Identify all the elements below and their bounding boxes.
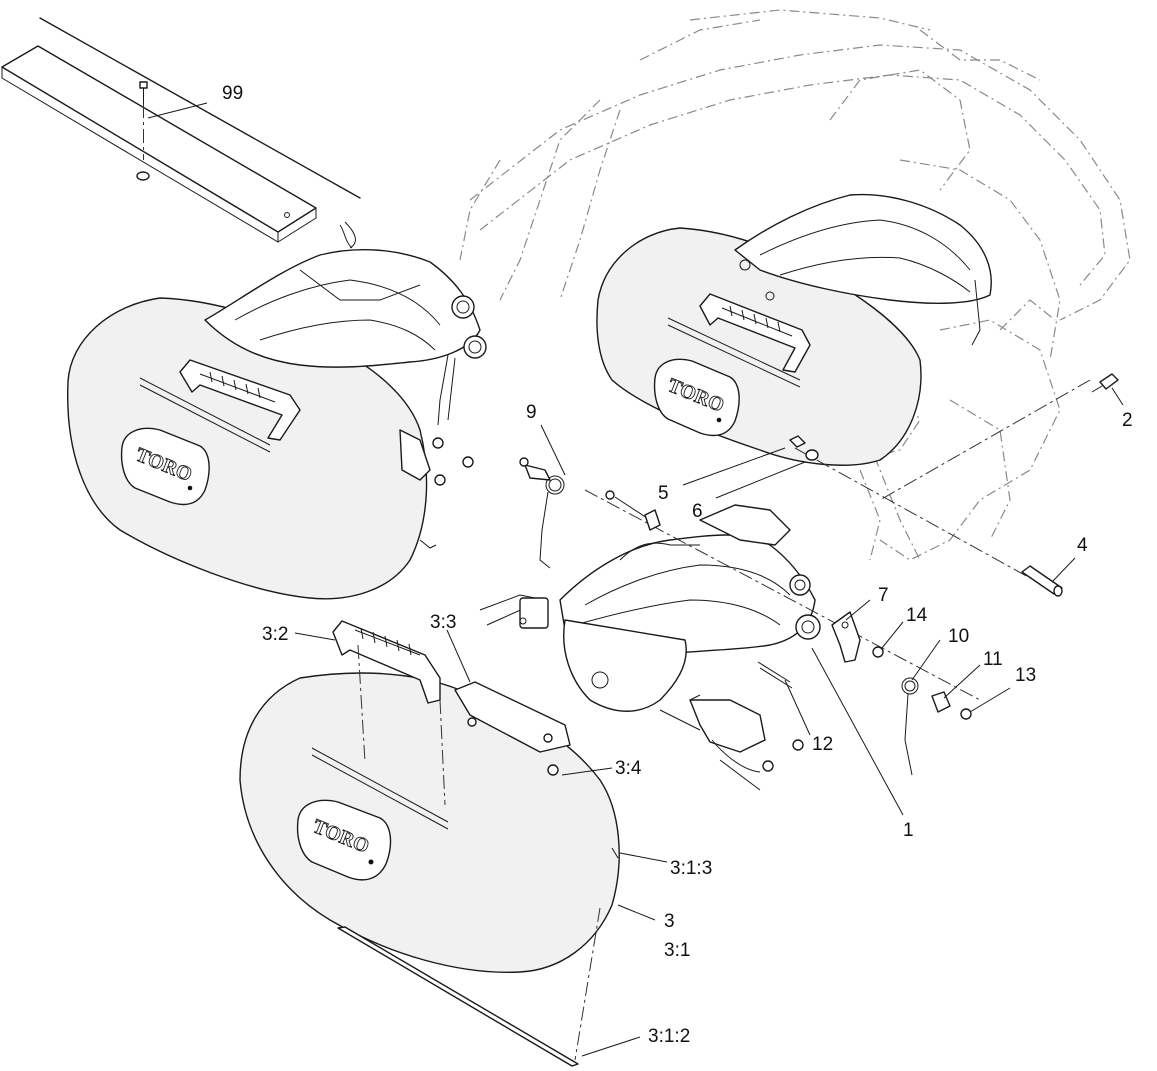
callout-3-3: 3:3 — [430, 612, 456, 633]
callout-12: 12 — [812, 734, 833, 755]
callout-3-2: 3:2 — [262, 624, 288, 645]
callout-14: 14 — [906, 605, 928, 626]
callout-3-1-2: 3:1:2 — [648, 1026, 690, 1047]
callout-1: 1 — [903, 820, 914, 841]
callout-99: 99 — [222, 83, 243, 104]
callout-3-4: 3:4 — [615, 758, 642, 779]
callout-4: 4 — [1077, 535, 1088, 556]
leader-lines — [147, 102, 1124, 1057]
callout-7: 7 — [878, 585, 889, 606]
callout-3-1: 3:1 — [664, 940, 690, 961]
shield-plate-99 — [1, 17, 361, 243]
callout-13: 13 — [1015, 665, 1036, 686]
cutting-unit-left: TORO — [67, 221, 487, 600]
callout-3: 3 — [664, 911, 675, 932]
grass-basket-3: TORO — [239, 620, 620, 1067]
callout-3-1-3: 3:1:3 — [670, 858, 712, 879]
cutting-unit-right: TORO — [596, 193, 992, 466]
callout-10: 10 — [948, 626, 969, 647]
callout-6: 6 — [692, 501, 703, 522]
hardware — [519, 373, 1119, 776]
callout-9: 9 — [526, 402, 537, 423]
callout-11: 11 — [983, 649, 1003, 670]
callout-5: 5 — [658, 483, 669, 504]
carrier-frame-center — [479, 504, 821, 791]
callout-labels: 99 9 2 5 6 4 7 14 10 11 13 12 1 3:2 3:3 … — [222, 83, 1133, 1047]
callout-2: 2 — [1122, 410, 1133, 431]
